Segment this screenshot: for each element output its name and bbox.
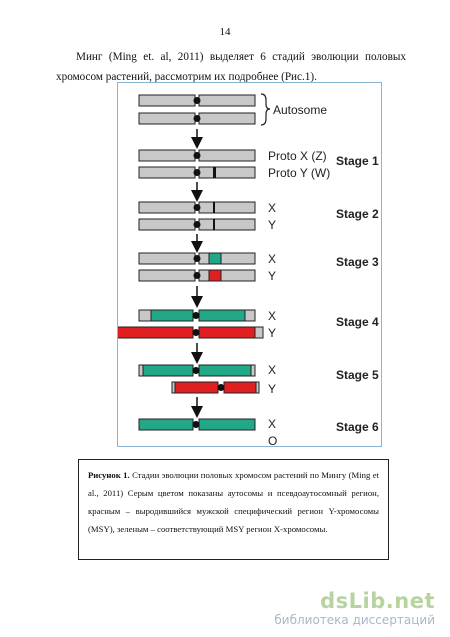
autosome-label: Autosome [273, 103, 327, 117]
stage-5-x-label: X [268, 363, 276, 377]
watermark-brand: dsLib.net [320, 589, 435, 613]
stage-2: X Y Stage 2 [138, 201, 379, 232]
autosome-pair: Autosome [138, 93, 327, 126]
stage-3-y-label: Y [268, 269, 276, 283]
stage-4: X Y Stage 4 [118, 309, 379, 340]
stage-6: X O Stage 6 [138, 417, 379, 447]
stage-6-y-label: O [268, 434, 277, 447]
stage-1-x-label: Proto X (Z) [268, 149, 327, 163]
stage-4-label: Stage 4 [336, 315, 379, 329]
stage-2-y-label: Y [268, 218, 276, 232]
caption-label: Рисунок 1. [88, 470, 130, 480]
autosome-brace [260, 93, 271, 126]
stage-1-y-label: Proto Y (W) [268, 166, 330, 180]
stage-4-y-label: Y [268, 326, 276, 340]
stage-5-y-label: Y [268, 382, 276, 396]
caption-text: Стадии эволюции половых хромосом растени… [88, 470, 380, 534]
stage-2-x-label: X [268, 201, 276, 215]
intro-paragraph: Минг (Ming et. al, 2011) выделяет 6 стад… [56, 51, 406, 83]
stage-2-label: Stage 2 [336, 207, 379, 221]
stage-5-label: Stage 5 [336, 368, 379, 382]
centromere [193, 97, 201, 104]
stage-3-x-label: X [268, 252, 276, 266]
stage-3: X Y Stage 3 [138, 252, 379, 283]
page-number: 14 [219, 26, 231, 38]
figure-caption: Рисунок 1. Стадии эволюции половых хромо… [78, 459, 389, 560]
stage-1-label: Stage 1 [336, 154, 379, 168]
figure-frame: Autosome Proto X (Z) Proto Y (W) Stage 1 [117, 82, 382, 447]
watermark-subtitle: библиотека диссертаций [274, 613, 435, 627]
centromere [193, 115, 201, 122]
chromosome-evolution-diagram: Autosome Proto X (Z) Proto Y (W) Stage 1 [118, 93, 379, 447]
stage-3-label: Stage 3 [336, 255, 379, 269]
stage-1: Proto X (Z) Proto Y (W) Stage 1 [138, 149, 379, 180]
stage-5: X Y Stage 5 [138, 363, 379, 396]
watermark: dsLib.net библиотека диссертаций [274, 590, 435, 628]
stage-4-x-label: X [268, 309, 276, 323]
stage-6-x-label: X [268, 417, 276, 431]
stage-6-label: Stage 6 [336, 420, 379, 434]
